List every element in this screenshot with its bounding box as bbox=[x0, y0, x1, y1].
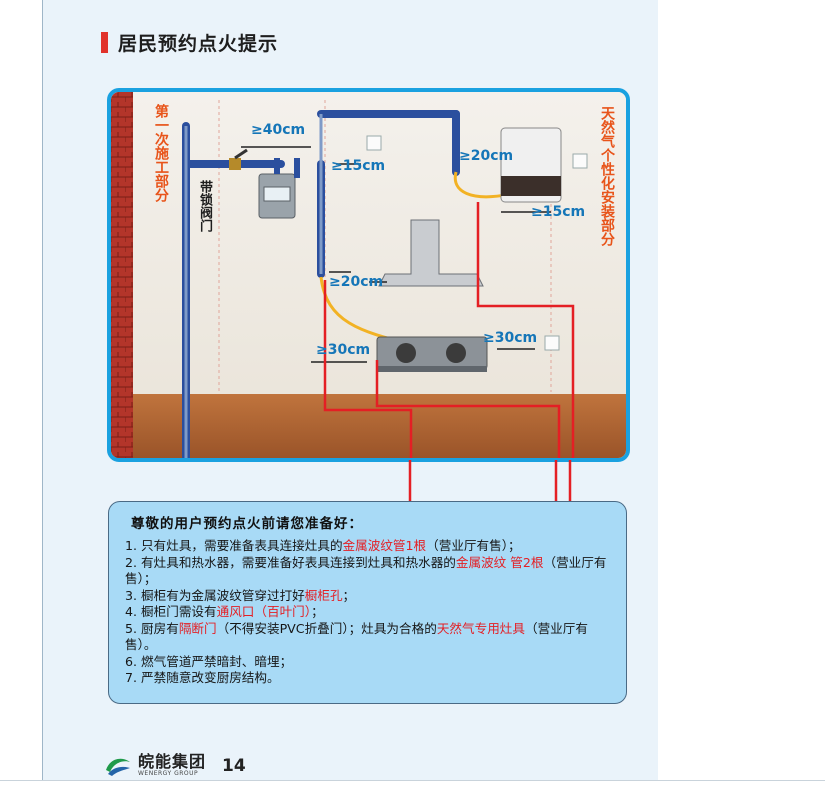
installation-diagram: 第一次施工部分 带锁阀门 天然气个性化安装部分 ≥40cm ≥15cm ≥20c… bbox=[107, 88, 630, 462]
page-number: 14 bbox=[222, 756, 246, 776]
notice-list: 1. 只有灶具，需要准备表具连接灶具的金属波纹管1根（营业厅有售）； 2. 有灶… bbox=[125, 538, 617, 687]
dim-label: ≥40cm bbox=[251, 122, 306, 138]
brick-wall bbox=[111, 92, 133, 458]
list-item: 7. 严禁随意改变厨房结构。 bbox=[125, 670, 280, 685]
dim-label: ≥15cm bbox=[531, 204, 586, 220]
page-edge bbox=[0, 780, 825, 781]
list-item: 2. 有灶具和热水器，需要准备好表具连接到灶具和热水器的金属波纹 管2根（营业厅… bbox=[125, 554, 607, 587]
viewer-background bbox=[658, 0, 825, 787]
page-footer: 皖能集团 WENERGY GROUP 14 bbox=[104, 754, 246, 778]
brand-name-en: WENERGY GROUP bbox=[138, 770, 199, 777]
dim-label: ≥15cm bbox=[331, 158, 386, 174]
list-item: 5. 厨房有隔断门（不得安装PVC折叠门）；灶具为合格的天然气专用灶具（营业厅有… bbox=[125, 620, 588, 653]
dim-label: ≥30cm bbox=[316, 342, 371, 358]
dim-label: ≥20cm bbox=[459, 148, 514, 164]
locked-valve-label: 带锁阀门 bbox=[197, 180, 212, 232]
personalized-install-label: 天然气个性化安装部分 bbox=[599, 106, 615, 246]
diagram-illustration bbox=[111, 92, 626, 458]
section-heading: 居民预约点火提示 bbox=[101, 30, 279, 55]
first-construction-label: 第一次施工部分 bbox=[153, 104, 169, 202]
list-item: 1. 只有灶具，需要准备表具连接灶具的金属波纹管1根（营业厅有售）； bbox=[125, 538, 521, 553]
brand-block: 皖能集团 WENERGY GROUP bbox=[138, 754, 206, 778]
notice-title: 尊敬的用户预约点火前请您准备好： bbox=[131, 516, 363, 532]
list-item: 6. 燃气管道严禁暗封、暗埋； bbox=[125, 653, 293, 669]
list-item: 4. 橱柜门需设有通风口（百叶门）； bbox=[125, 604, 324, 619]
preparation-notice: 尊敬的用户预约点火前请您准备好： 1. 只有灶具，需要准备表具连接灶具的金属波纹… bbox=[108, 501, 627, 704]
heading-text: 居民预约点火提示 bbox=[118, 32, 279, 55]
dim-label: ≥30cm bbox=[483, 330, 538, 346]
dim-label: ≥20cm bbox=[329, 274, 384, 290]
heading-marker bbox=[101, 31, 108, 53]
list-item: 3. 橱柜有为金属波纹管穿过打好橱柜孔； bbox=[125, 587, 356, 603]
brand-name-cn: 皖能集团 bbox=[138, 752, 207, 771]
wenergy-logo-icon bbox=[106, 758, 130, 776]
